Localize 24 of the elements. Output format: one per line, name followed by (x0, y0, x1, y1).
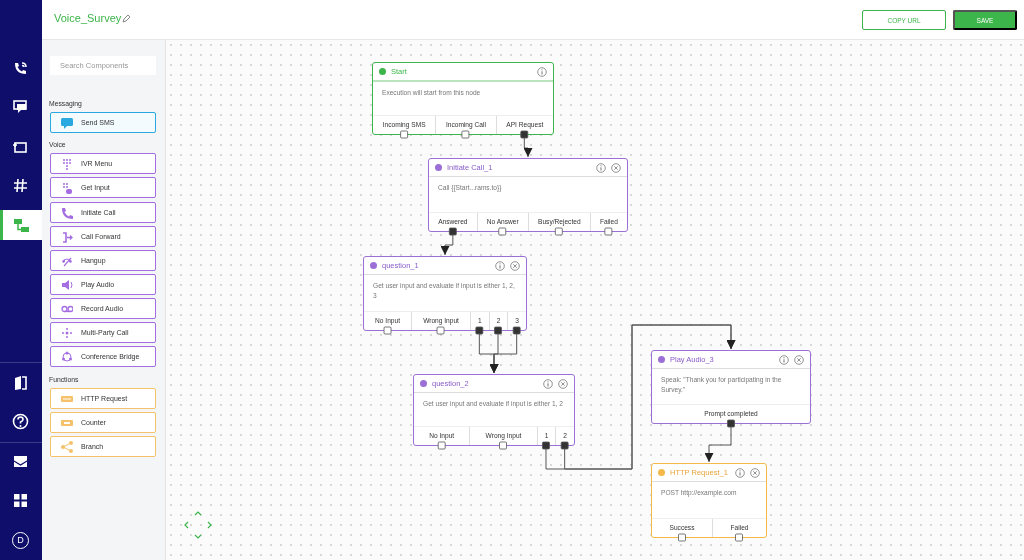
component-tile (50, 250, 156, 271)
component-tile (50, 322, 156, 343)
component-tile (50, 388, 156, 409)
input-node-card (363, 256, 527, 331)
component-tile (50, 112, 156, 133)
connector-arrow (489, 333, 518, 374)
component-tile (50, 153, 156, 174)
connector-arrow (523, 137, 533, 158)
connector-arrow (704, 426, 732, 463)
component-tile (50, 226, 156, 247)
request-node-card (651, 463, 767, 538)
component-tile (50, 436, 156, 457)
input-node-card (413, 374, 575, 446)
page-title: Voice_Survey (54, 12, 122, 24)
audio-node-card (651, 350, 811, 424)
connector-arrow (440, 234, 454, 256)
component-tile (50, 412, 156, 433)
component-tile (50, 346, 156, 367)
start-node-card (372, 62, 554, 135)
component-tile (50, 202, 156, 223)
call-node-card (428, 158, 628, 232)
component-tile (50, 177, 156, 198)
component-tile (50, 298, 156, 319)
component-tile (50, 274, 156, 295)
